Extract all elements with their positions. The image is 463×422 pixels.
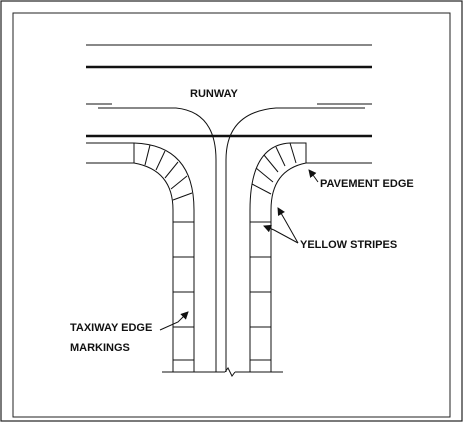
pavement-edge-leader [308, 169, 319, 183]
leader-lines [159, 169, 319, 331]
taxiway-edge-leader [159, 311, 189, 331]
right-taxiway-edge [249, 142, 372, 372]
yellow-stripes-leader-lower [263, 224, 299, 244]
taxiway-centerline-curves [98, 107, 365, 372]
taxiway-edge-label-line2: MARKINGS [70, 342, 130, 354]
bottom-edge [162, 367, 283, 377]
figure-inner-border [12, 12, 451, 418]
taxiway-edge-label-line1: TAXIWAY EDGE [70, 322, 152, 334]
runway [86, 44, 372, 138]
yellow-stripes-label: YELLOW STRIPES [300, 239, 397, 251]
runway-label: RUNWAY [190, 88, 239, 100]
pavement-edge-label: PAVEMENT EDGE [320, 178, 414, 190]
left-taxiway-edge [86, 142, 195, 372]
yellow-stripes-leader-upper [277, 207, 299, 244]
